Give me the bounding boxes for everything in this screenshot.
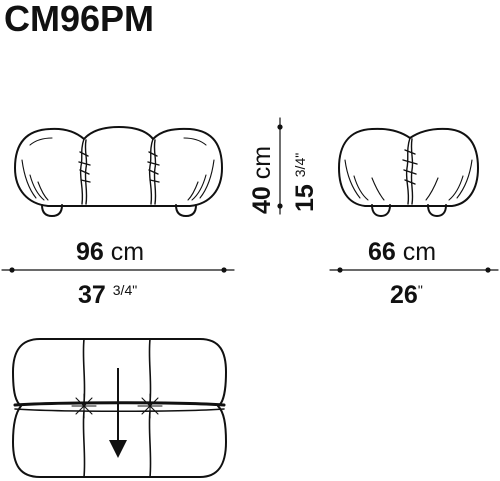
seat-direction-arrow bbox=[109, 368, 127, 458]
side-left-foot bbox=[371, 204, 391, 217]
depth-cm-value: 66 bbox=[368, 238, 396, 266]
front-left-foot bbox=[41, 204, 63, 217]
top-view-tufts bbox=[71, 393, 163, 419]
width-cm-unit: cm bbox=[110, 238, 145, 266]
front-right-foot bbox=[175, 204, 197, 217]
front-view bbox=[14, 126, 223, 217]
front-right-seam bbox=[147, 138, 160, 205]
width-in-unit: " bbox=[132, 282, 138, 298]
depth-cm-unit: cm bbox=[402, 238, 437, 266]
width-in-label: 37 3/4" bbox=[78, 281, 137, 310]
height-in-fraction: 3/4 bbox=[292, 157, 308, 178]
depth-in-unit: " bbox=[417, 282, 423, 298]
top-view-back-seam-2 bbox=[14, 408, 225, 413]
side-right-foot bbox=[427, 204, 447, 217]
top-view-outline bbox=[12, 338, 227, 478]
top-view-back-seam bbox=[13, 401, 226, 407]
side-center-seam bbox=[402, 137, 418, 205]
front-view-outline bbox=[14, 126, 223, 207]
depth-in-value: 26 bbox=[390, 281, 418, 309]
height-cm-label: 40 cm bbox=[248, 146, 277, 214]
height-in-value: 15 bbox=[291, 184, 319, 212]
width-cm-value: 96 bbox=[76, 238, 104, 266]
side-view bbox=[338, 127, 479, 217]
model-title: CM96PM bbox=[4, 0, 155, 39]
top-view bbox=[12, 338, 227, 478]
width-in-value: 37 bbox=[78, 281, 106, 309]
side-wrinkles bbox=[344, 159, 473, 201]
height-in-label: 15 3/4" bbox=[291, 153, 320, 212]
height-cm-unit: cm bbox=[248, 145, 276, 180]
width-cm-label: 96 cm bbox=[76, 238, 144, 267]
front-wrinkles bbox=[21, 137, 215, 201]
height-cm-value: 40 bbox=[248, 186, 276, 214]
width-in-fraction: 3/4 bbox=[112, 282, 133, 298]
depth-in-label: 26" bbox=[390, 281, 423, 310]
depth-cm-label: 66 cm bbox=[368, 238, 436, 267]
front-left-seam bbox=[78, 138, 91, 205]
dimension-markers bbox=[9, 124, 491, 273]
height-in-unit: " bbox=[292, 152, 308, 158]
